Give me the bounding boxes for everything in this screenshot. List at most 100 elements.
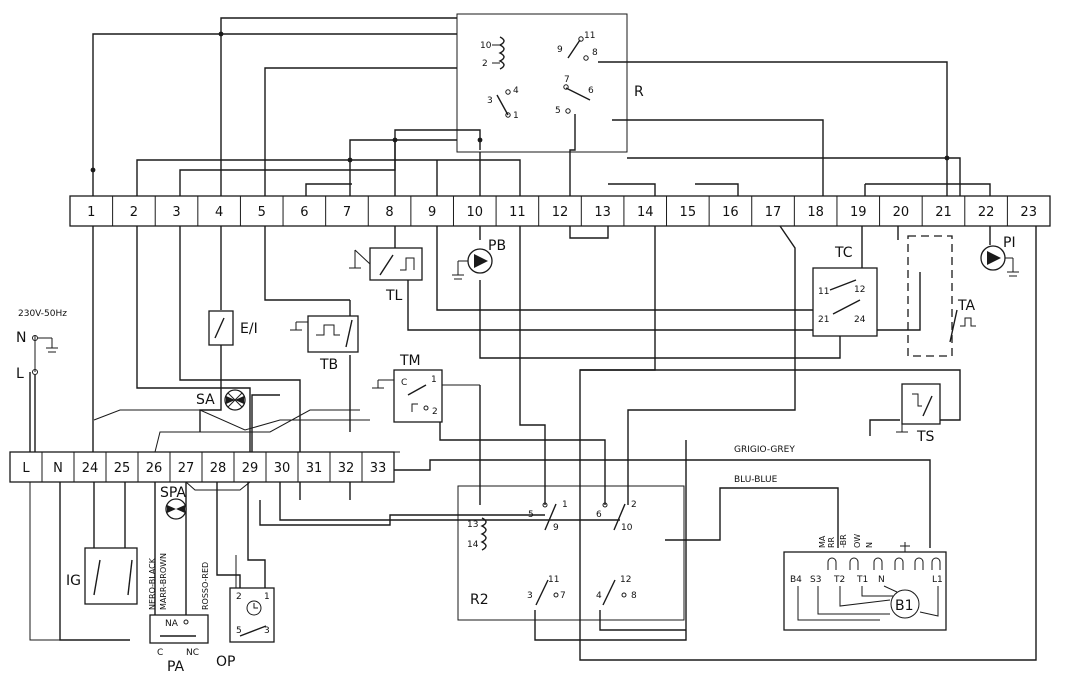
- supply: 230V-50Hz N L: [16, 309, 67, 452]
- spa-lamp: SPA: [160, 485, 187, 520]
- top-terminal-18: 18: [807, 205, 824, 220]
- top-terminal-15: 15: [680, 205, 697, 220]
- op-1: 1: [264, 592, 270, 602]
- b1-term-0: B4: [790, 575, 802, 585]
- relay-r-c11: 11: [584, 31, 595, 41]
- wire-label-black: NERO-BLACK: [148, 557, 157, 610]
- relay-r2-c2a: 6: [596, 510, 602, 520]
- relay-r-c1: 1: [513, 111, 519, 121]
- bottom-terminal-N: N: [53, 461, 63, 476]
- relay-r-coil-top: 10: [480, 41, 492, 51]
- pi-pump: PI: [980, 235, 1019, 277]
- relay-r: 10 2 3 4 1 9 11 8 7 6 5 R: [456, 13, 644, 153]
- bottom-terminal-24: 24: [82, 461, 99, 476]
- relay-r-c7: 7: [564, 75, 570, 85]
- top-terminal-13: 13: [594, 205, 611, 220]
- tc-11: 11: [818, 287, 829, 297]
- top-terminal-22: 22: [978, 205, 995, 220]
- wire-label-blue: BLU-BLUE: [734, 475, 778, 485]
- tm-c: C: [401, 378, 407, 388]
- op-5: 5: [236, 626, 242, 636]
- top-terminal-14: 14: [637, 205, 654, 220]
- ts-thermostat: TS: [896, 383, 941, 445]
- top-terminal-10: 10: [467, 205, 484, 220]
- bottom-terminal-28: 28: [210, 461, 227, 476]
- top-terminal-4: 4: [215, 205, 223, 220]
- op-2: 2: [236, 592, 242, 602]
- top-terminal-20: 20: [893, 205, 910, 220]
- relay-r-c6: 6: [588, 86, 594, 96]
- tc-12: 12: [854, 285, 865, 295]
- b1-tag-0: MA: [818, 535, 827, 548]
- relay-r2-c2c: 10: [621, 523, 633, 533]
- top-terminal-1: 1: [87, 205, 95, 220]
- tc-label: TC: [834, 245, 853, 261]
- relay-r-c8: 8: [592, 48, 598, 58]
- relay-r-coil-bottom: 2: [482, 59, 488, 69]
- wires-bottom: [29, 336, 931, 641]
- relay-r2-c3a: 3: [527, 591, 533, 601]
- bottom-terminal-30: 30: [274, 461, 291, 476]
- relay-r-c3: 3: [487, 96, 493, 106]
- tb-label: TB: [319, 357, 338, 373]
- relay-r-c5: 5: [555, 106, 561, 116]
- bottom-terminal-L: L: [22, 461, 30, 476]
- b1-label: B1: [895, 598, 914, 614]
- b1-term-3: T1: [856, 575, 868, 585]
- pa-switch: NA C NC PA: [149, 614, 209, 675]
- bottom-terminal-33: 33: [370, 461, 387, 476]
- top-terminal-3: 3: [172, 205, 180, 220]
- b1-term-4: N: [878, 575, 885, 585]
- b1-block: B4 S3 T2 T1 N L1 MA RR -BR OW N B1: [783, 534, 947, 631]
- tc-21: 21: [818, 315, 829, 325]
- top-terminal-19: 19: [850, 205, 867, 220]
- relay-r-c9: 9: [557, 45, 563, 55]
- tb-thermostat: TB: [290, 315, 359, 373]
- top-terminal-2: 2: [130, 205, 138, 220]
- op-timer: 2 1 5 3 OP: [216, 587, 275, 670]
- pa-label: PA: [167, 659, 185, 674]
- top-terminal-9: 9: [428, 205, 436, 220]
- relay-r2-c3b: 11: [548, 575, 559, 585]
- bottom-terminal-25: 25: [114, 461, 131, 476]
- relay-r2-c3c: 7: [560, 591, 566, 601]
- tm-1: 1: [431, 375, 437, 385]
- pa-c: C: [157, 648, 163, 658]
- b1-tag-2: -BR: [839, 534, 848, 548]
- sa-label: SA: [196, 392, 215, 408]
- pb-pump: PB: [452, 238, 506, 280]
- tl-thermostat: TL: [349, 247, 423, 304]
- relay-r2-c1a: 5: [528, 510, 534, 520]
- supply-l: L: [16, 366, 24, 382]
- sa-lamp: SA: [196, 389, 246, 411]
- relay-r2-c2b: 2: [631, 500, 637, 510]
- tc-thermostat: 11 12 21 24 TC: [812, 245, 878, 337]
- ei-label: E/I: [240, 321, 258, 337]
- supply-voltage: 230V-50Hz: [18, 309, 67, 319]
- top-terminal-12: 12: [552, 205, 569, 220]
- relay-r2-label: R2: [470, 592, 489, 608]
- ta-label: TA: [957, 298, 975, 314]
- top-terminal-5: 5: [258, 205, 266, 220]
- wire-label-grey: GRIGIO-GREY: [734, 445, 795, 455]
- relay-r-label: R: [634, 84, 644, 100]
- wires-middle: [92, 225, 1037, 661]
- relay-r2: 13 14 5 1 9 6 2 10 3 11 7 4 12 8 R2: [457, 485, 685, 621]
- relay-r-c4: 4: [513, 86, 519, 96]
- bottom-terminal-26: 26: [146, 461, 163, 476]
- relay-r2-coil-bottom: 14: [467, 540, 479, 550]
- supply-n: N: [16, 330, 26, 346]
- relay-r2-c4c: 8: [631, 591, 637, 601]
- top-terminal-16: 16: [722, 205, 739, 220]
- top-terminal-17: 17: [765, 205, 782, 220]
- tl-label: TL: [385, 288, 403, 304]
- bottom-terminal-32: 32: [338, 461, 355, 476]
- pb-label: PB: [488, 238, 506, 254]
- top-terminal-8: 8: [385, 205, 393, 220]
- b1-tag-3: OW: [853, 534, 862, 548]
- top-terminal-23: 23: [1020, 205, 1037, 220]
- bottom-terminal-29: 29: [242, 461, 259, 476]
- relay-r2-c1b: 1: [562, 500, 568, 510]
- ts-label: TS: [916, 429, 935, 445]
